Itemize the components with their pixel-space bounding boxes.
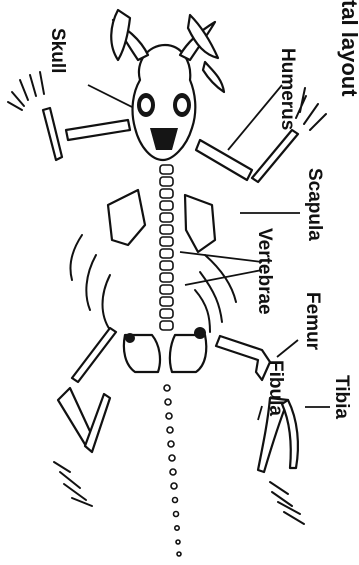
label-skull: Skull (48, 28, 67, 73)
rib-bones (70, 235, 236, 332)
pelvis-bone (124, 327, 206, 372)
label-vertebrae: Vertebrae (255, 228, 274, 315)
leader-vertebrae-2 (185, 270, 262, 285)
leader-vertebrae-1 (180, 252, 262, 262)
label-scapula: Scapula (305, 168, 324, 241)
tail-vertebrae (164, 385, 181, 556)
label-humerus: Humerus (278, 48, 297, 130)
leader-femur (277, 340, 298, 357)
vertebral-column (160, 165, 173, 330)
leader-fibula (258, 406, 262, 420)
label-femur: Femur (303, 292, 322, 350)
partial-title-text: tal layout (338, 0, 359, 97)
label-fibula: Fibula (266, 360, 285, 416)
leader-humerus (228, 85, 282, 150)
label-tibia: Tibia (332, 375, 351, 419)
